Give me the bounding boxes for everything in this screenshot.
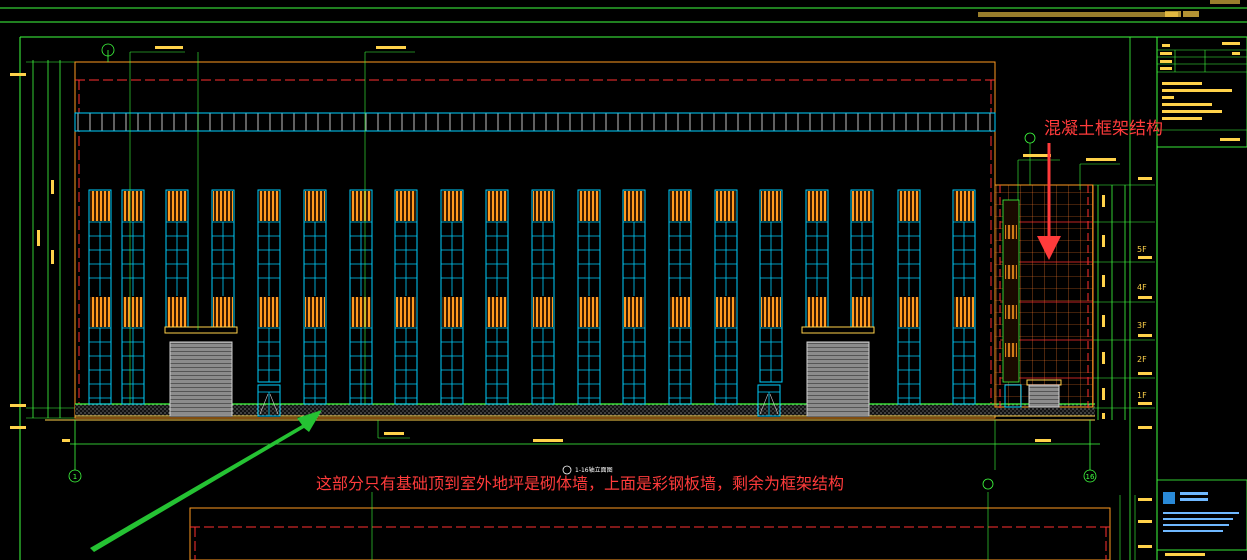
concrete-frame-annex bbox=[994, 132, 1120, 408]
left-dimension-lines bbox=[10, 60, 75, 429]
floor-label-5f: 5F bbox=[1137, 245, 1147, 254]
elevation-title: 1-16轴立面图 bbox=[575, 466, 613, 474]
axis-grid bbox=[62, 420, 1100, 483]
right-level-column bbox=[1093, 177, 1155, 429]
leader-lines bbox=[101, 43, 415, 439]
floor-label-2f: 2F bbox=[1137, 355, 1147, 364]
axis-bubble-right bbox=[1083, 469, 1097, 483]
floor-label-4f: 4F bbox=[1137, 283, 1147, 292]
annotation-masonry-wall-note: 这部分只有基础顶到室外地坪是砌体墙，上面是彩钢板墙，剩余为框架结构 bbox=[316, 474, 845, 493]
annotation-concrete-frame: 混凝土框架结构 bbox=[1044, 119, 1163, 139]
floor-label-3f: 3F bbox=[1137, 321, 1147, 330]
rollup-doors bbox=[164, 326, 875, 417]
lower-drawing-partial bbox=[189, 478, 1152, 560]
floor-label-1f: 1F bbox=[1137, 391, 1147, 400]
green-arrow bbox=[90, 410, 322, 552]
header-note-row bbox=[978, 0, 1240, 17]
axis-label-right: 16 bbox=[1086, 473, 1095, 481]
axis-bubble-left bbox=[68, 469, 82, 483]
title-block bbox=[1156, 36, 1247, 556]
annotation-arrows bbox=[90, 143, 1061, 552]
window-columns bbox=[88, 189, 976, 405]
axis-label-left: 1 bbox=[73, 473, 77, 481]
